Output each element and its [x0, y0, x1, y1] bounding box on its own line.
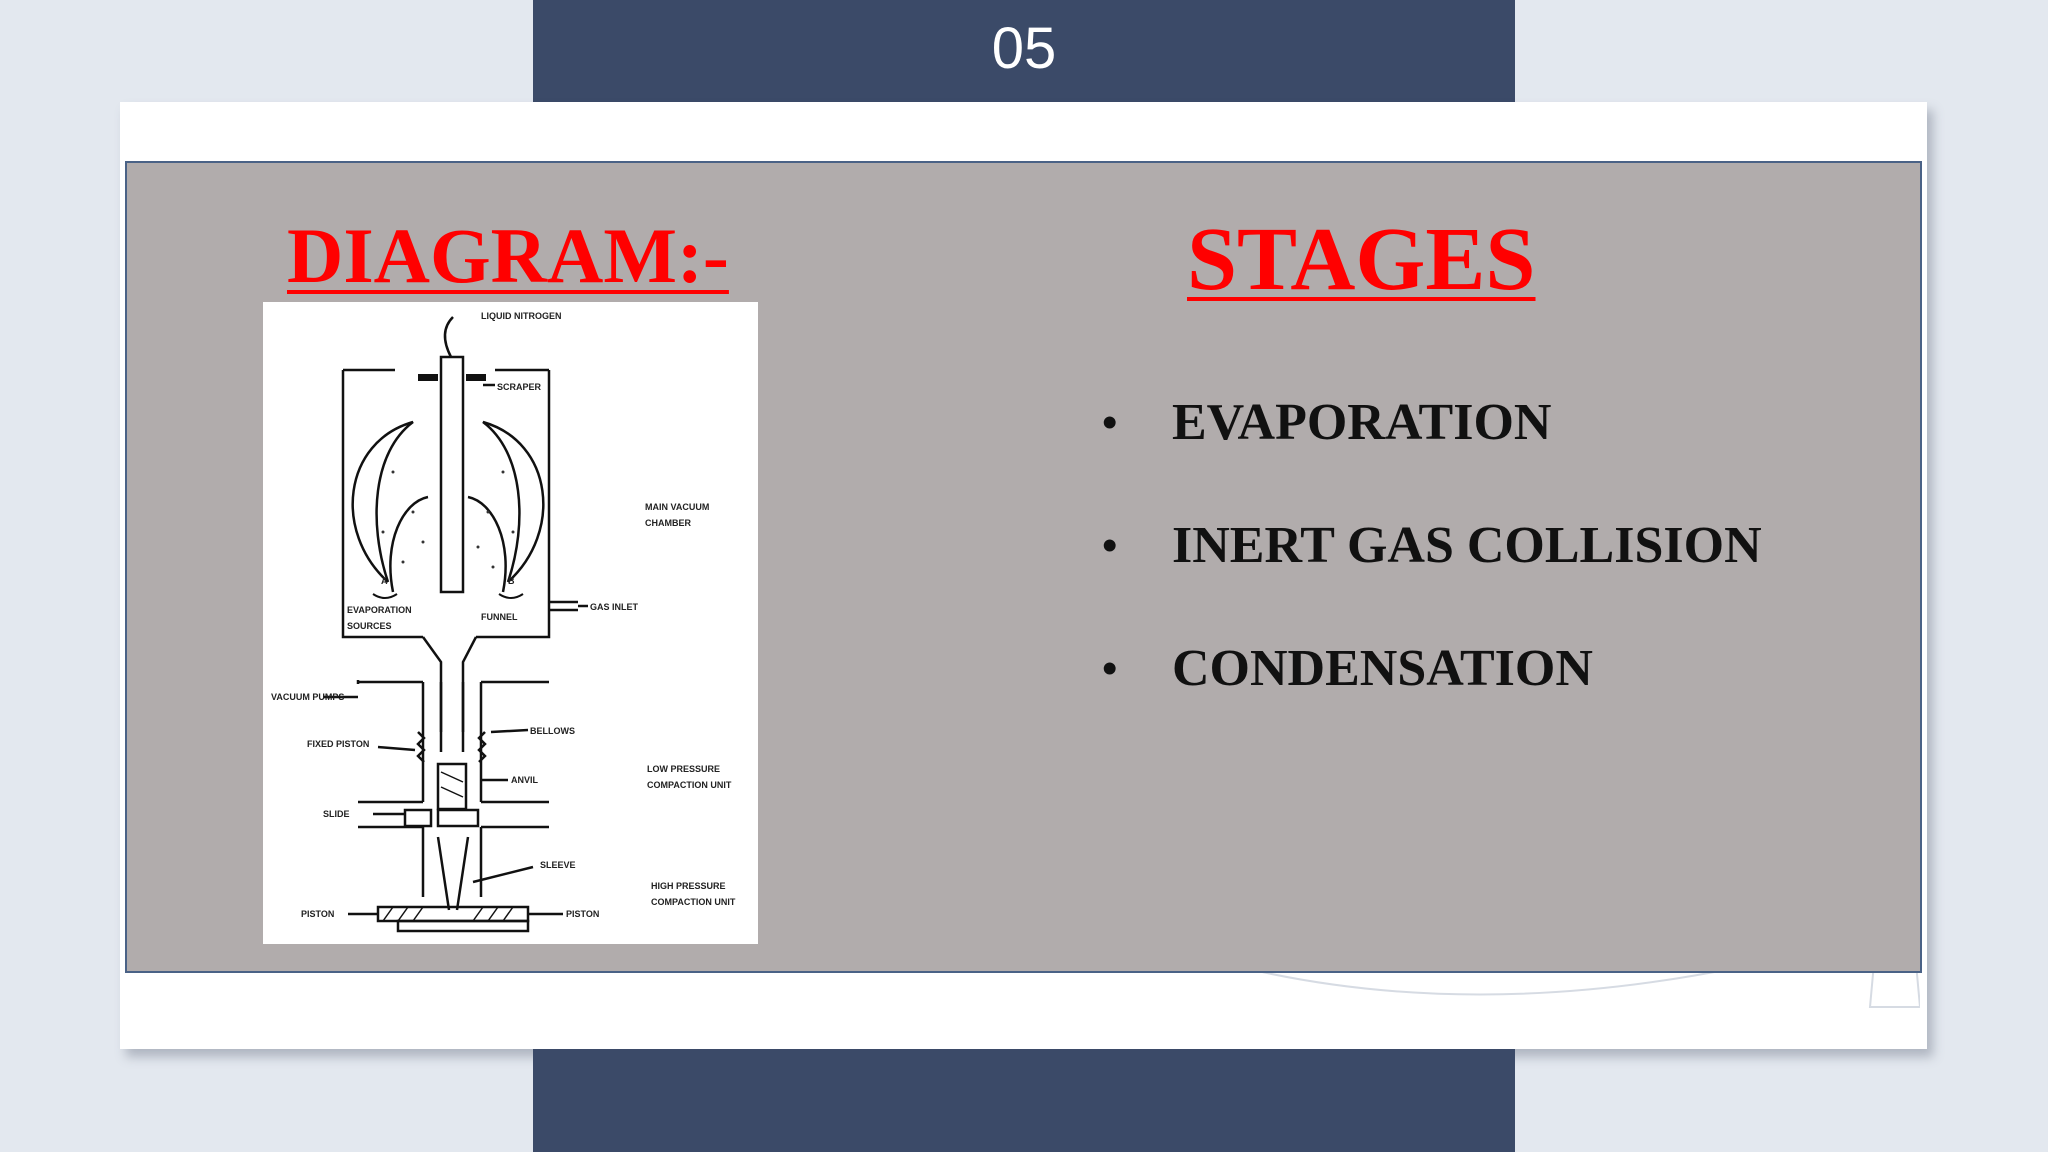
label-piston-right: PISTON [566, 909, 599, 919]
bullet-icon: • [1102, 644, 1118, 693]
label-low-pressure-2: COMPACTION UNIT [647, 780, 732, 790]
label-liquid-nitrogen: LIQUID NITROGEN [481, 311, 562, 321]
label-piston-left: PISTON [301, 909, 334, 919]
apparatus-drawing: LIQUID NITROGEN SCRAPER MAIN VACUUM CHAM… [271, 311, 736, 933]
bullet-icon: • [1102, 521, 1118, 570]
content-panel: DIAGRAM:- [125, 161, 1922, 973]
stage-label: CONDENSATION [1172, 640, 1593, 697]
decorative-arc [1239, 952, 1920, 1008]
label-sleeve: SLEEVE [540, 860, 576, 870]
label-funnel: FUNNEL [481, 612, 518, 622]
label-high-pressure-1: HIGH PRESSURE [651, 881, 726, 891]
stage-item: • EVAPORATION [1102, 361, 1762, 484]
stage-label: EVAPORATION [1172, 394, 1552, 451]
label-low-pressure-1: LOW PRESSURE [647, 764, 720, 774]
label-slide: SLIDE [323, 809, 350, 819]
label-evaporation-2: SOURCES [347, 621, 392, 631]
stages-heading: STAGES [1187, 210, 1536, 309]
slide-number: 05 [991, 16, 1057, 81]
diagram-heading: DIAGRAM:- [287, 212, 729, 299]
slide-card: DIAGRAM:- [120, 102, 1927, 1049]
stage-item: • INERT GAS COLLISION [1102, 484, 1762, 607]
label-vacuum-pumps: VACUUM PUMPS [271, 692, 344, 702]
label-high-pressure-2: COMPACTION UNIT [651, 897, 736, 907]
label-anvil: ANVIL [511, 775, 539, 785]
label-gas-inlet: GAS INLET [590, 602, 639, 612]
label-bellows: BELLOWS [530, 726, 575, 736]
label-fixed-piston: FIXED PISTON [307, 739, 369, 749]
label-main-vacuum-1: MAIN VACUUM [645, 502, 709, 512]
bottom-band [533, 1049, 1515, 1152]
stage-item: • CONDENSATION [1102, 607, 1762, 730]
label-source-a: A [381, 576, 388, 586]
label-evaporation-1: EVAPORATION [347, 605, 412, 615]
label-main-vacuum-2: CHAMBER [645, 518, 691, 528]
stage-label: INERT GAS COLLISION [1172, 517, 1762, 574]
bullet-icon: • [1102, 398, 1118, 447]
top-band [533, 0, 1515, 102]
label-scraper: SCRAPER [497, 382, 542, 392]
apparatus-diagram: LIQUID NITROGEN SCRAPER MAIN VACUUM CHAM… [263, 302, 758, 944]
label-source-b: B [508, 576, 515, 586]
stages-list: • EVAPORATION • INERT GAS COLLISION • CO… [1102, 361, 1762, 730]
